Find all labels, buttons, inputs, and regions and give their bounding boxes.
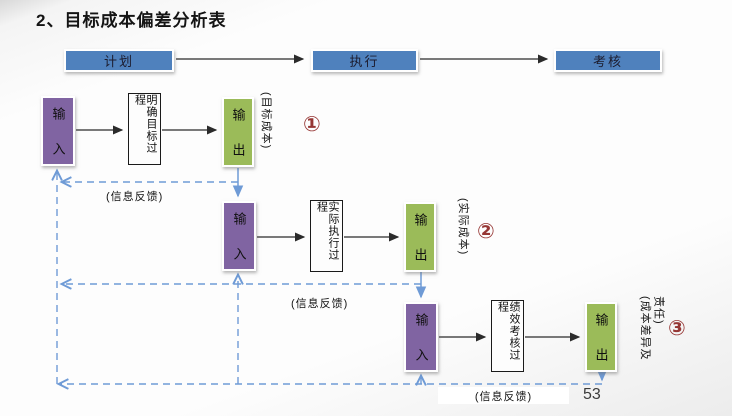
- process-label: 实际执行过程: [315, 201, 340, 261]
- result-label-row3: (成本差异及 责任): [639, 296, 665, 361]
- process-label: 明确目标过程: [133, 94, 158, 154]
- process-box-row1: 明确目标过程: [128, 93, 161, 165]
- output-label: 输出: [412, 213, 428, 283]
- input-box-row2: 输入: [222, 201, 256, 282]
- process-label: 绩效考核过程: [496, 301, 521, 361]
- feedback-label-row2: (信息反馈): [291, 298, 349, 310]
- input-label: 输入: [50, 107, 66, 177]
- slide-title: 2、目标成本偏差分析表: [36, 11, 227, 30]
- step-badge-1: ①: [303, 113, 321, 136]
- output-label: 输出: [593, 313, 609, 383]
- page-number: 53: [583, 386, 601, 403]
- step-badge-3: ③: [668, 317, 686, 340]
- output-box-row3: 输出: [585, 302, 617, 383]
- result-label-row1: (目标成本): [260, 92, 273, 150]
- output-box-row1: 输出: [222, 97, 254, 178]
- feedback-label-row1: (信息反馈): [106, 191, 164, 203]
- feedback-label-bottom: (信息反馈): [474, 390, 533, 403]
- feedback-label-bottom-box: (信息反馈): [438, 387, 569, 404]
- input-label: 输入: [231, 212, 247, 282]
- input-box-row3: 输入: [404, 302, 438, 383]
- output-label: 输出: [230, 108, 246, 178]
- step-badge-2: ②: [477, 220, 495, 243]
- process-box-row3: 绩效考核过程: [491, 300, 524, 372]
- process-box-row2: 实际执行过程: [310, 200, 343, 272]
- phase-box-plan: 计划: [64, 49, 174, 72]
- input-box-row1: 输入: [41, 96, 75, 177]
- phase-box-execute: 执行: [311, 49, 418, 72]
- phase-box-assess: 考核: [554, 49, 662, 72]
- input-label: 输入: [413, 313, 429, 383]
- result-label-row2: (实际成本): [457, 198, 470, 256]
- phase-label: 执行: [349, 54, 380, 69]
- output-box-row2: 输出: [404, 202, 436, 283]
- phase-label: 考核: [592, 54, 623, 69]
- phase-label: 计划: [103, 54, 134, 69]
